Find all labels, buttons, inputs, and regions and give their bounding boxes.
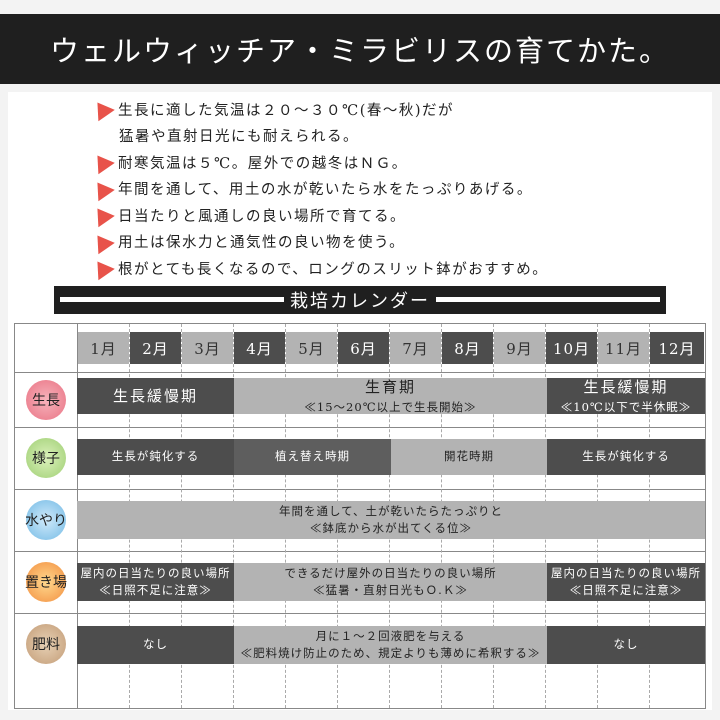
- tip-item: 猛暑や直射日光にも耐えられる。: [92, 123, 692, 150]
- tip-text: 用土は保水力と通気性の良い物を使う。: [118, 235, 406, 252]
- tip-item: 生長に適した気温は２０～３０℃(春～秋)だが: [89, 96, 692, 123]
- tip-item: 日当たりと風通しの良い場所で育てる。: [89, 202, 692, 229]
- month-2: 2月: [130, 332, 181, 364]
- fertilizer-none-early: なし: [77, 626, 234, 664]
- growth-slow-early: 生長緩慢期: [77, 378, 234, 414]
- page-title: ウェルウィッチア・ミラビリスの育てかた。: [0, 14, 720, 84]
- month-8: 8月: [442, 332, 493, 364]
- calendar-grid: 1月 2月 3月 4月 5月 6月 7月 8月 9月 10月 11月 12月 生…: [14, 323, 706, 709]
- red-triangle-icon: [89, 202, 115, 228]
- sun-icon: [26, 562, 66, 602]
- tips-list: 生長に適した気温は２０～３０℃(春～秋)だが猛暑や直射日光にも耐えられる。耐寒気…: [89, 96, 692, 282]
- row-label-place: 置き場: [17, 554, 75, 610]
- month-6: 6月: [338, 332, 389, 364]
- growth-slow-late: 生長緩慢期 ≪10℃以下で半休眠≫: [547, 378, 705, 414]
- row-label-fertilizer: 肥料: [17, 616, 75, 672]
- condition-slow-late: 生長が鈍化する: [547, 439, 705, 475]
- month-9: 9月: [494, 332, 545, 364]
- condition-slow-early: 生長が鈍化する: [77, 439, 234, 475]
- row-label-condition: 様子: [17, 430, 75, 486]
- row-label-growth: 生長: [17, 372, 75, 428]
- red-triangle-icon: [89, 176, 115, 202]
- red-triangle-icon: [89, 96, 115, 122]
- place-indoor-late: 屋内の日当たりの良い場所 ≪日照不足に注意≫: [547, 563, 705, 601]
- place-indoor-early: 屋内の日当たりの良い場所 ≪日照不足に注意≫: [77, 563, 234, 601]
- tip-text: 生長に適した気温は２０～３０℃(春～秋)だが: [118, 102, 455, 119]
- tip-text: 猛暑や直射日光にも耐えられる。: [119, 129, 359, 146]
- month-7: 7月: [390, 332, 441, 364]
- growth-season-bar: 生育期 ≪15～20℃以上で生長開始≫: [234, 378, 547, 414]
- fertilizer-main-bar: 月に１～２回液肥を与える ≪肥料焼け防止のため、規定よりも薄めに希釈する≫: [234, 626, 547, 664]
- soil-icon: [26, 624, 66, 664]
- calendar-title: 栽培カレンダー: [284, 287, 436, 313]
- tip-text: 年間を通して、用土の水が乾いたら水をたっぷりあげる。: [118, 182, 533, 199]
- place-outdoor-bar: できるだけ屋外の日当たりの良い場所 ≪猛暑・直射日光もＯ.Ｋ≫: [234, 563, 547, 601]
- water-bar: 年間を通して、土が乾いたらたっぷりと ≪鉢底から水が出てくる位≫: [77, 501, 705, 539]
- tip-text: 根がとても長くなるので、ロングのスリット鉢がおすすめ。: [118, 261, 549, 278]
- red-triangle-icon: [89, 149, 115, 175]
- growth-badge-icon: [26, 380, 66, 420]
- tip-text: 日当たりと風通しの良い場所で育てる。: [118, 208, 406, 225]
- month-10: 10月: [546, 332, 597, 364]
- tip-item: 耐寒気温は５℃。屋外での越冬はＮＧ。: [89, 149, 692, 176]
- tip-text: 耐寒気温は５℃。屋外での越冬はＮＧ。: [118, 155, 408, 172]
- red-triangle-icon: [89, 229, 115, 255]
- water-drop-icon: [26, 500, 66, 540]
- condition-flower-bar: 開花時期: [391, 439, 547, 475]
- condition-badge-icon: [26, 438, 66, 478]
- tip-item: 用土は保水力と通気性の良い物を使う。: [89, 229, 692, 256]
- month-12: 12月: [650, 332, 704, 364]
- row-label-water: 水やり: [17, 492, 75, 548]
- month-11: 11月: [598, 332, 649, 364]
- month-1: 1月: [78, 332, 129, 364]
- condition-repot-bar: 植え替え時期: [234, 439, 391, 475]
- month-4: 4月: [234, 332, 285, 364]
- fertilizer-none-late: なし: [547, 626, 705, 664]
- red-triangle-icon: [89, 255, 115, 281]
- tip-item: 根がとても長くなるので、ロングのスリット鉢がおすすめ。: [89, 255, 692, 282]
- month-3: 3月: [182, 332, 233, 364]
- calendar-title-bar: 栽培カレンダー: [54, 286, 666, 314]
- tip-item: 年間を通して、用土の水が乾いたら水をたっぷりあげる。: [89, 176, 692, 203]
- month-5: 5月: [286, 332, 337, 364]
